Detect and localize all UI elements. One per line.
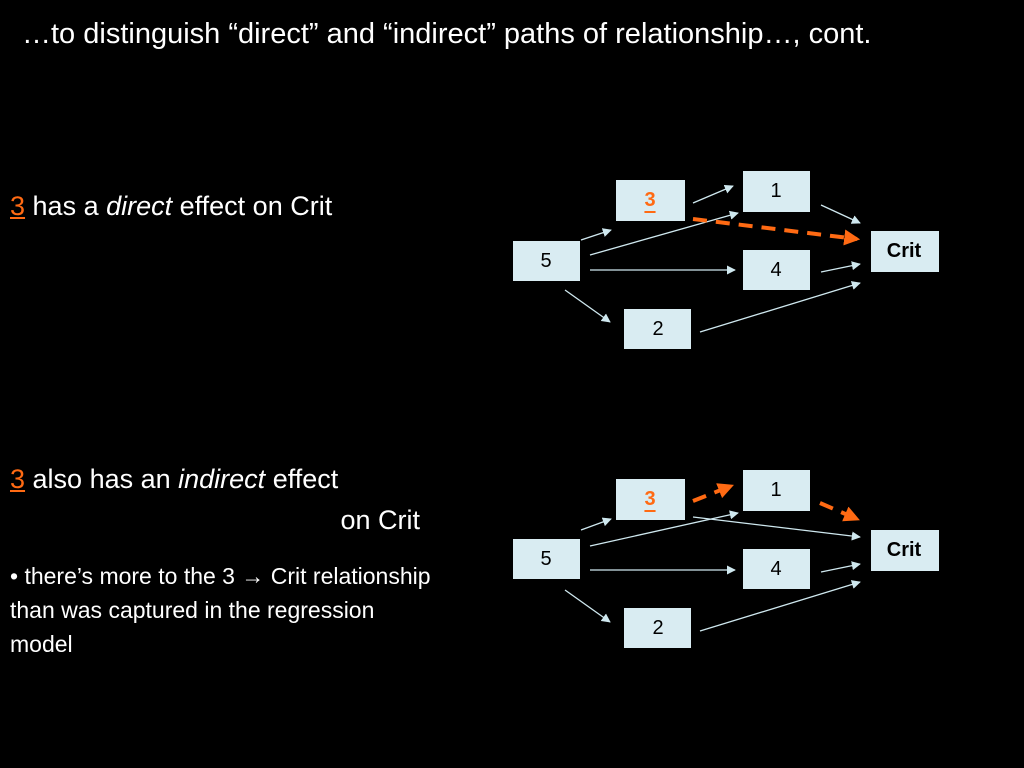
svg-text:1: 1 [770,479,781,501]
arrow-5-to-1 [589,510,739,547]
svg-text:4: 4 [770,558,781,580]
svg-text:4: 4 [770,259,781,281]
svg-text:1: 1 [770,180,781,202]
direct-effect-statement: 3 has a direct effect on Crit [10,186,332,227]
node-4: 4 [743,549,810,589]
bullet-point: • there’s more to the 3 → Crit relations… [10,563,431,657]
arrow-3-to-1 [692,185,734,204]
node-crit: Crit [871,530,939,571]
emphasis-direct: direct [106,191,173,221]
slide-title: …to distinguish “direct” and “indirect” … [22,18,872,50]
node-2: 2 [624,608,691,648]
statement-text: effect [265,464,339,494]
node-crit: Crit [871,231,939,272]
arrow-5-to-1 [589,210,739,256]
arrow-5-to-3 [580,517,612,531]
direct-path-diagram: 3 1 5 4 2 Crit [513,171,939,349]
statement-text-line-2: on Crit [340,505,420,535]
emphasis-indirect: indirect [178,464,266,494]
node-3: 3 [616,479,685,520]
arrow-3-to-crit [692,516,861,541]
node-5: 5 [513,241,580,281]
svg-text:5: 5 [540,548,551,570]
arrow-5-to-2 [564,289,611,323]
node-5: 5 [513,539,580,579]
svg-text:2: 2 [652,617,663,639]
direct-effect-arrow [692,217,861,246]
statement-text: effect on Crit [172,191,333,221]
svg-text:3: 3 [644,488,655,510]
variable-3-label: 3 [10,191,26,221]
indirect-path-diagram: 3 1 5 4 2 Crit [513,470,939,648]
node-1: 1 [743,171,810,212]
arrow-4-to-crit [820,561,861,573]
indirect-arrow-3-to-1 [692,483,734,503]
arrow-2-to-crit [699,281,861,333]
svg-text:5: 5 [540,250,551,272]
statement-text: also has an [25,464,179,494]
arrow-1-to-crit [820,204,861,224]
svg-text:2: 2 [652,318,663,340]
indirect-arrow-1-to-crit [819,501,860,522]
svg-text:Crit: Crit [887,240,922,262]
svg-text:3: 3 [644,189,655,211]
arrow-5-to-3 [580,228,612,241]
node-3: 3 [616,180,685,221]
arrow-4-to-crit [820,261,861,273]
statement-text: has a [25,191,107,221]
node-1: 1 [743,470,810,511]
node-4: 4 [743,250,810,290]
arrow-5-to-2 [564,589,611,623]
variable-3-label: 3 [10,464,26,494]
node-2: 2 [624,309,691,349]
arrow-2-to-crit [699,580,861,632]
svg-text:Crit: Crit [887,539,922,561]
